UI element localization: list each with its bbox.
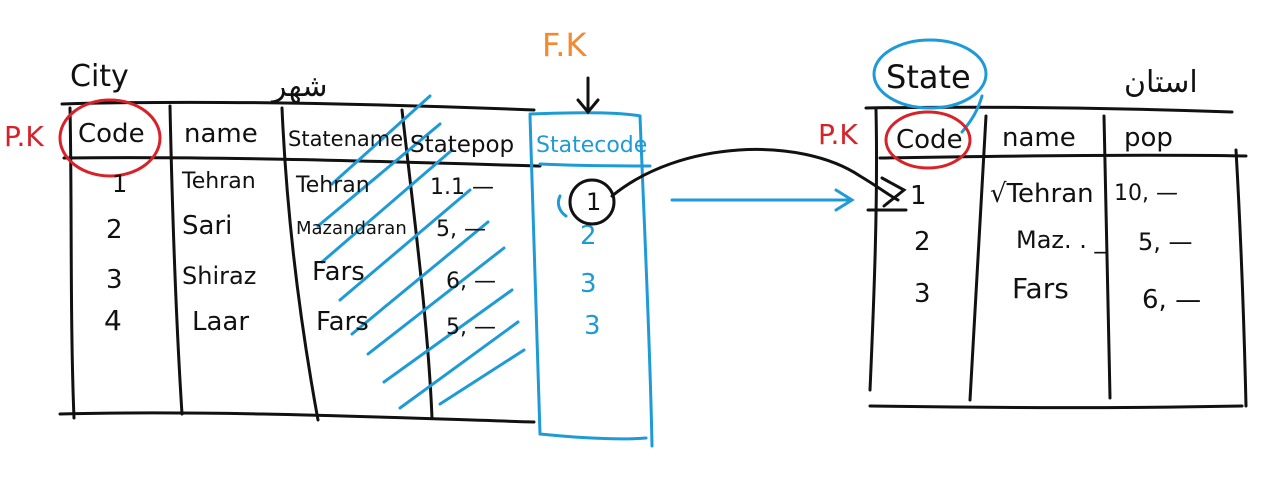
state-title-circle [872, 38, 988, 110]
state-col-divider-2 [1102, 114, 1112, 400]
city-table-title-persian: شهر [270, 69, 328, 104]
city-col-code: Code [78, 119, 145, 149]
city-cell: Laar [192, 307, 249, 337]
city-col-divider-1 [168, 104, 184, 416]
city-col-divider-2 [280, 106, 320, 422]
city-table [58, 100, 542, 424]
city-cell: 2 [580, 221, 597, 251]
state-cell: 2 [914, 227, 931, 257]
city-column-headers: Code name Statename Statepop Statecode [78, 119, 647, 158]
city-table-title: City [70, 59, 129, 94]
state-pk-label: P.K [818, 118, 858, 151]
state-header-bottom-line [878, 153, 1248, 160]
redundancy-hatching [316, 94, 526, 410]
state-table-title-persian: استان [1124, 65, 1198, 100]
state-col-name: name [1002, 123, 1076, 153]
city-cell: Shiraz [182, 262, 256, 290]
city-col-statename: Statename [288, 127, 403, 151]
city-cell: Tehran [181, 169, 256, 194]
city-bottom-line [58, 411, 536, 424]
city-header-bottom-line [62, 156, 542, 168]
state-cell: 3 [914, 279, 931, 309]
city-cell: Sari [182, 211, 232, 241]
state-bottom-line [868, 404, 1244, 409]
city-pk-circle [58, 98, 162, 178]
city-cell: Mazandaran [296, 218, 407, 239]
fk-bracket-mark [556, 194, 568, 218]
fk-down-arrow [576, 76, 600, 115]
relationship-arrow-black [610, 148, 907, 208]
state-right-border [1234, 148, 1248, 408]
city-cell: 1 [112, 170, 127, 198]
state-col-divider-1 [968, 114, 988, 402]
city-col-name: name [184, 119, 258, 149]
city-fk-label: F.K [542, 26, 587, 64]
city-cell: Tehran [295, 173, 370, 198]
state-cell: √Tehran [990, 179, 1094, 209]
state-left-border [868, 108, 879, 392]
state-pk-circle [884, 110, 972, 170]
city-cell: 1.1 — [430, 175, 494, 200]
city-header-top-line [60, 100, 536, 112]
city-cell: 3 [106, 265, 123, 295]
state-cell: Maz. . _ [1016, 226, 1108, 254]
state-cell: Fars [1012, 272, 1069, 305]
city-cell: Fars [312, 257, 365, 287]
city-cell: 3 [580, 269, 597, 299]
city-pk-label: P.K [4, 120, 44, 153]
statecode-fk-column [528, 111, 654, 448]
state-column-headers: Code name pop [896, 123, 1173, 155]
city-col-statecode: Statecode [536, 133, 647, 158]
city-cell: 6, — [446, 269, 496, 294]
state-cell: 1 [910, 181, 927, 211]
city-cell: 3 [584, 311, 601, 341]
city-cell: Fars [316, 307, 369, 337]
city-cell: 5, — [446, 315, 496, 340]
state-cell: 5, — [1138, 228, 1193, 256]
city-cell: 4 [104, 304, 122, 337]
city-cell: 5, — [436, 217, 486, 242]
state-table-title: State [886, 58, 971, 96]
state-rows: 1 √Tehran 10, — 2 Maz. . _ 5, — 3 Fars 6… [910, 179, 1201, 315]
city-col-divider-3 [400, 108, 434, 420]
relationship-arrow-blue [670, 188, 855, 212]
state-cell: 10, — [1114, 181, 1178, 206]
state-col-code: Code [896, 125, 963, 155]
state-cell: 6, — [1142, 285, 1201, 315]
city-rows: 1 Tehran Tehran 1.1 — 1 2 Sari Mazandara… [104, 169, 601, 341]
city-col-statepop: Statepop [410, 132, 514, 158]
city-left-border [68, 106, 76, 420]
city-cell: 1 [586, 188, 601, 216]
state-title-pointer [960, 94, 984, 134]
state-col-pop: pop [1124, 123, 1173, 153]
city-cell: 2 [106, 215, 123, 245]
fk-value-circle [568, 178, 616, 226]
